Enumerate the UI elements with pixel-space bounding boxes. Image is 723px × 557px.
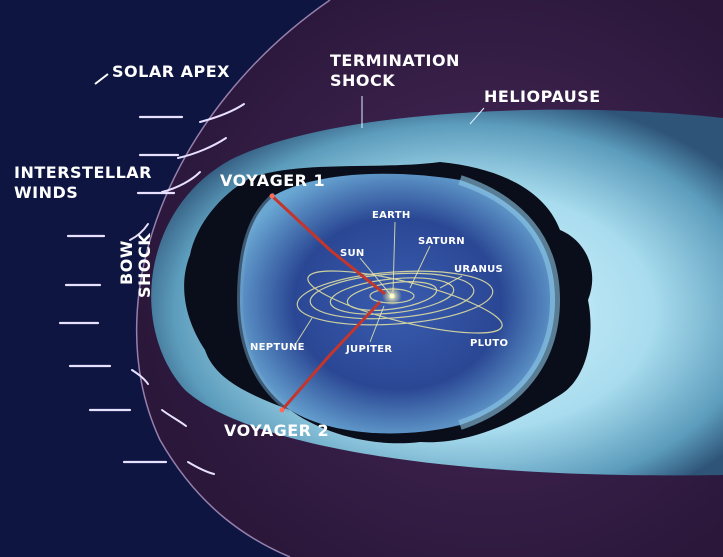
interstellar-winds-label-1: INTERSTELLAR: [14, 163, 152, 182]
voyager-2-probe: [280, 408, 285, 413]
bow-shock-label-1: BOW: [117, 240, 136, 285]
jupiter-label: JUPITER: [345, 344, 392, 355]
sun-label: SUN: [340, 248, 365, 259]
voyager-1-label: VOYAGER 1: [220, 171, 325, 190]
earth-label: EARTH: [372, 210, 411, 221]
voyager-2-label: VOYAGER 2: [224, 421, 329, 440]
neptune-label: NEPTUNE: [250, 342, 305, 353]
pluto-label: PLUTO: [470, 338, 508, 349]
solar-apex-label: SOLAR APEX: [112, 62, 230, 81]
interstellar-winds-label-2: WINDS: [14, 183, 78, 202]
voyager-1-probe: [270, 194, 275, 199]
termination-shock-label-2: SHOCK: [330, 71, 395, 90]
sun-dot: [390, 294, 395, 299]
termination-shock-label-1: TERMINATION: [330, 51, 460, 70]
bow-shock-label-2: SHOCK: [135, 233, 154, 298]
uranus-label: URANUS: [454, 264, 503, 275]
saturn-label: SATURN: [418, 236, 465, 247]
heliopause-label: HELIOPAUSE: [484, 87, 601, 106]
